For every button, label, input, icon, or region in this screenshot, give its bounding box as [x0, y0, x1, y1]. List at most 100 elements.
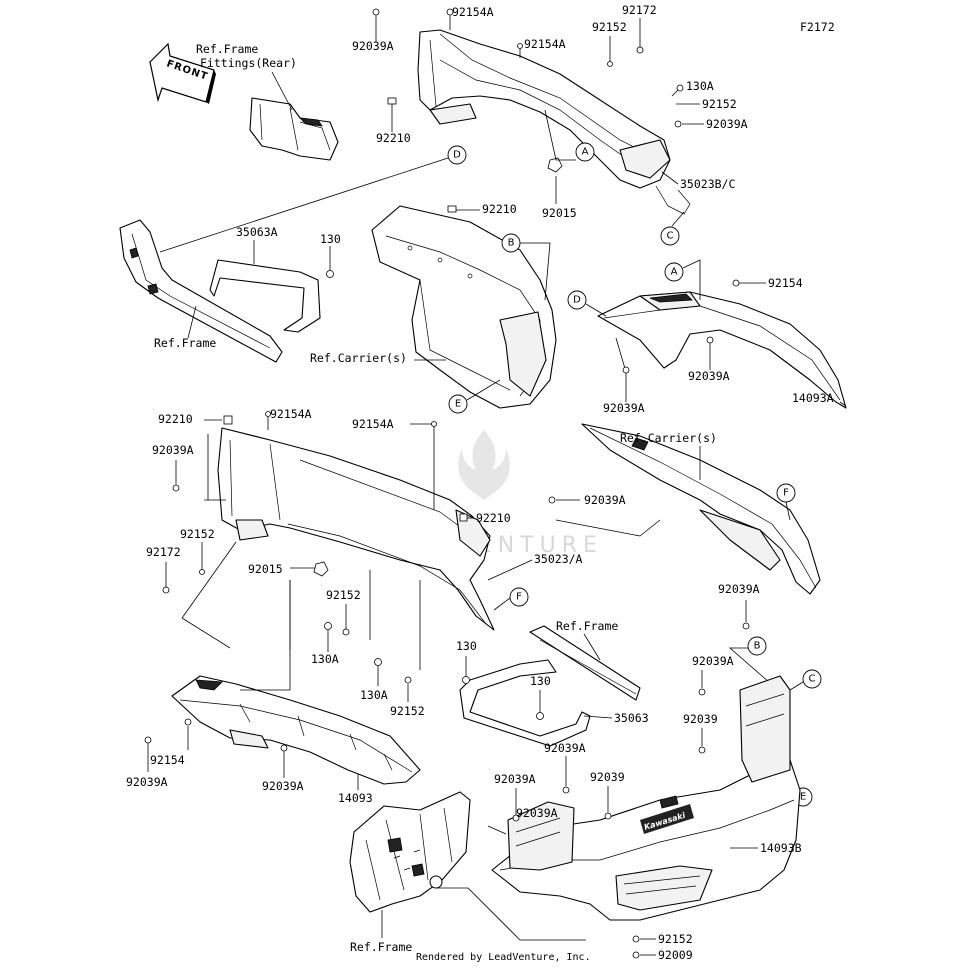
label-ref-carrier-right: Ref.Carrier(s): [620, 431, 717, 445]
bolt-icon: [636, 46, 644, 54]
label-130a-col: 130A: [311, 652, 339, 666]
bolt-icon: [676, 84, 684, 92]
washer-icon: [632, 935, 640, 943]
screw-icon: [512, 814, 520, 822]
washer-icon: [607, 61, 613, 67]
bolt-icon: [517, 43, 523, 49]
label-92154a-top: 92154A: [452, 5, 494, 19]
callout-d-top: D: [447, 145, 467, 165]
label-92039a-mid: 92039A: [152, 443, 194, 457]
svg-text:E: E: [800, 792, 806, 803]
label-92009: 92009: [658, 948, 693, 962]
label-92039a-rc: 92039A: [688, 369, 730, 383]
label-92039a-carrier: 92039A: [584, 493, 626, 507]
bolt-icon: [536, 712, 544, 720]
label-92015-top: 92015: [542, 206, 577, 220]
label-35063: 35063: [614, 711, 649, 725]
label-92039a-b1: 92039A: [544, 741, 586, 755]
svg-text:C: C: [809, 674, 816, 685]
label-92210-top: 92210: [376, 131, 411, 145]
label-92154-ll: 92154: [150, 753, 185, 767]
svg-text:A: A: [671, 267, 678, 278]
label-92039-b: 92039: [590, 770, 625, 784]
screw-icon: [742, 622, 750, 630]
label-92152-col2: 92152: [390, 704, 425, 718]
label-92154a-mid: 92154A: [270, 407, 312, 421]
nut-icon: [313, 561, 329, 577]
rear-cover-14093b: Kawasaki: [491, 675, 801, 921]
label-92039-rl: 92039: [683, 712, 718, 726]
screw-icon: [604, 812, 612, 820]
label-35023bc: 35023B/C: [680, 177, 735, 191]
frame-rear-bottom: [349, 791, 471, 913]
label-130-left: 130: [320, 232, 341, 246]
callout-b-right: B: [747, 636, 767, 656]
label-130a-col2: 130A: [360, 688, 388, 702]
label-92172-mid: 92172: [146, 545, 181, 559]
label-92039a-rc2: 92039A: [603, 401, 645, 415]
screw-icon: [144, 736, 152, 744]
washer-icon: [199, 569, 205, 575]
bolt-icon: [431, 421, 437, 427]
callout-c-top: C: [660, 226, 680, 246]
guard-bar-35063: [459, 659, 591, 747]
rear-fender-upper-35023bc: [417, 29, 691, 215]
label-ref-frame-bottom: Ref.Frame: [350, 940, 412, 954]
label-92015-mid: 92015: [248, 562, 283, 576]
callout-c-right: C: [802, 669, 822, 689]
callout-d-right: D: [567, 290, 587, 310]
label-92154a-mid2: 92154A: [352, 417, 394, 431]
rear-fender-lower-35023a: [217, 427, 495, 631]
label-35063a: 35063A: [236, 225, 278, 239]
label-92152-mid: 92152: [180, 527, 215, 541]
svg-text:F: F: [516, 592, 522, 603]
label-92039a-b2: 92039A: [494, 772, 536, 786]
side-panel-14093: [171, 675, 421, 785]
carrier-fender-liner-right: [581, 423, 821, 595]
label-fittings-rear: Fittings(Rear): [200, 56, 297, 70]
clip-icon: [459, 513, 468, 522]
svg-text:A: A: [582, 147, 589, 158]
label-35023a: 35023/A: [534, 552, 583, 566]
svg-text:E: E: [455, 399, 461, 410]
screw-icon: [280, 744, 288, 752]
bolt-icon: [374, 658, 382, 666]
screw-icon: [622, 366, 630, 374]
label-ref-frame-center: Ref.Frame: [556, 619, 618, 633]
label-14093b: 14093B: [760, 841, 802, 855]
callout-f-mid: F: [509, 587, 529, 607]
label-14093a: 14093A: [792, 391, 834, 405]
bolt-icon: [324, 622, 332, 630]
label-92154a-second: 92154A: [524, 37, 566, 51]
callout-f-right: F: [776, 483, 796, 503]
label-92152-col: 92152: [326, 588, 361, 602]
label-92154-right: 92154: [768, 276, 803, 290]
clip-icon: [387, 97, 397, 105]
label-ref-carrier-center: Ref.Carrier(s): [310, 351, 407, 365]
svg-text:D: D: [453, 150, 461, 161]
figure-code: F2172: [800, 20, 835, 34]
footer-credit: Rendered by LeadVenture, Inc.: [416, 952, 591, 963]
washer-icon: [404, 676, 412, 684]
clip-icon: [223, 415, 233, 425]
label-130a-top: 130A: [686, 79, 714, 93]
label-92039a-ll: 92039A: [126, 775, 168, 789]
nut-icon: [547, 157, 563, 173]
frame-bar-center: [529, 625, 641, 701]
label-130-center: 130: [456, 639, 477, 653]
callout-e-top: E: [448, 394, 468, 414]
svg-text:C: C: [667, 231, 674, 242]
label-ref-frame-fittings: Ref.Frame: [196, 42, 258, 56]
bolt-icon: [446, 8, 454, 16]
callout-b-top: B: [501, 233, 521, 253]
side-cover-14093a: [597, 291, 847, 409]
label-92210-center: 92210: [482, 202, 517, 216]
label-92172-top: 92172: [622, 3, 657, 17]
label-ref-frame-left: Ref.Frame: [154, 336, 216, 350]
label-92152-bottom: 92152: [658, 932, 693, 946]
label-92039a-ll2: 92039A: [262, 779, 304, 793]
label-92152-right: 92152: [702, 97, 737, 111]
screw-icon: [674, 120, 682, 128]
